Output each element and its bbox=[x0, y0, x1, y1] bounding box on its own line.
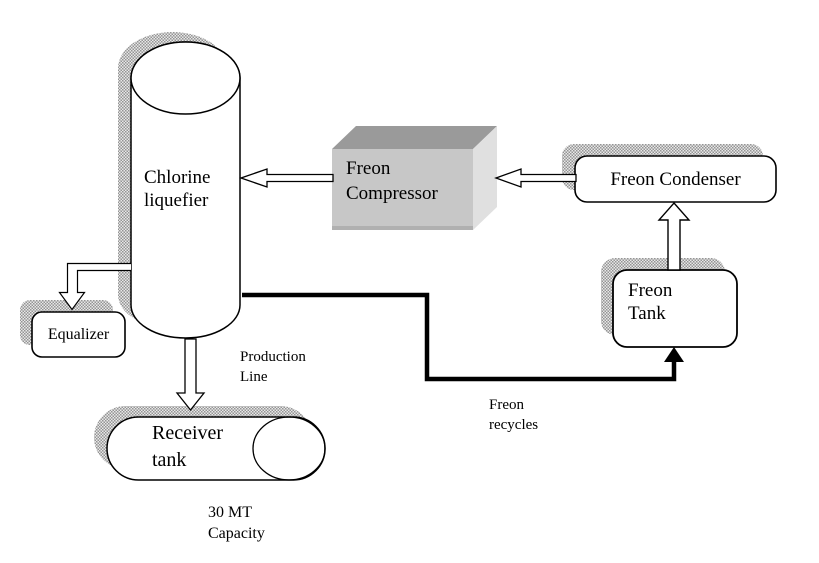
arrow-compressor-to-liquefier bbox=[239, 168, 334, 188]
freon-recycles-annotation-line1: Freon bbox=[489, 397, 524, 413]
capacity-annotation-line1: 30 MT bbox=[208, 504, 252, 521]
liquefier-top-rim bbox=[130, 41, 241, 115]
capacity-annotation-line2: Capacity bbox=[208, 525, 265, 542]
compressor-front-face bbox=[332, 149, 473, 230]
chlorine-liquefier-label: Chlorine liquefier bbox=[144, 166, 211, 212]
freon-condenser-label: Freon Condenser bbox=[610, 168, 741, 190]
freon-tank-label-line1: Freon bbox=[628, 280, 673, 301]
freon-compressor-label-line2: Compressor bbox=[346, 183, 438, 204]
freon-recycle-line bbox=[242, 292, 677, 382]
freon-recycles-annotation-line2: recycles bbox=[489, 417, 539, 433]
arrow-liquefier-to-equalizer bbox=[58, 262, 131, 311]
compressor-top-face bbox=[332, 126, 497, 149]
capacity-annotation: 30 MT Capacity bbox=[208, 502, 265, 544]
production-line-annotation-line1: Production bbox=[240, 349, 306, 365]
arrow-tank-to-condenser bbox=[657, 201, 691, 271]
receiver-tank-label-line2: tank bbox=[152, 449, 187, 471]
chlorine-liquefier-label-line1: Chlorine bbox=[144, 167, 211, 188]
freon-tank-label: Freon Tank bbox=[628, 279, 672, 325]
freon-compressor-label: Freon Compressor bbox=[346, 156, 438, 206]
receiver-tank-endcap bbox=[252, 416, 326, 481]
compressor-side-face bbox=[473, 126, 497, 230]
freon-compressor-shape bbox=[332, 126, 497, 230]
freon-recycles-annotation: Freon recycles bbox=[489, 395, 538, 435]
freon-recycle-arrowhead bbox=[664, 347, 684, 362]
equalizer-label: Equalizer bbox=[47, 325, 110, 343]
production-line-annotation: Production Line bbox=[240, 347, 306, 387]
receiver-tank-label-line1: Receiver bbox=[152, 422, 224, 444]
freon-tank-label-line2: Tank bbox=[628, 303, 666, 324]
arrow-liquefier-to-receiver bbox=[175, 338, 206, 412]
production-line-annotation-line2: Line bbox=[240, 369, 268, 385]
freon-compressor-label-line1: Freon bbox=[346, 158, 391, 179]
arrow-condenser-to-compressor bbox=[494, 168, 577, 188]
chlorine-liquefier-label-line2: liquefier bbox=[144, 190, 209, 211]
compressor-bottom-edge bbox=[332, 226, 473, 230]
equalizer-shape bbox=[31, 311, 126, 358]
receiver-tank-label: Receiver tank bbox=[152, 420, 223, 474]
